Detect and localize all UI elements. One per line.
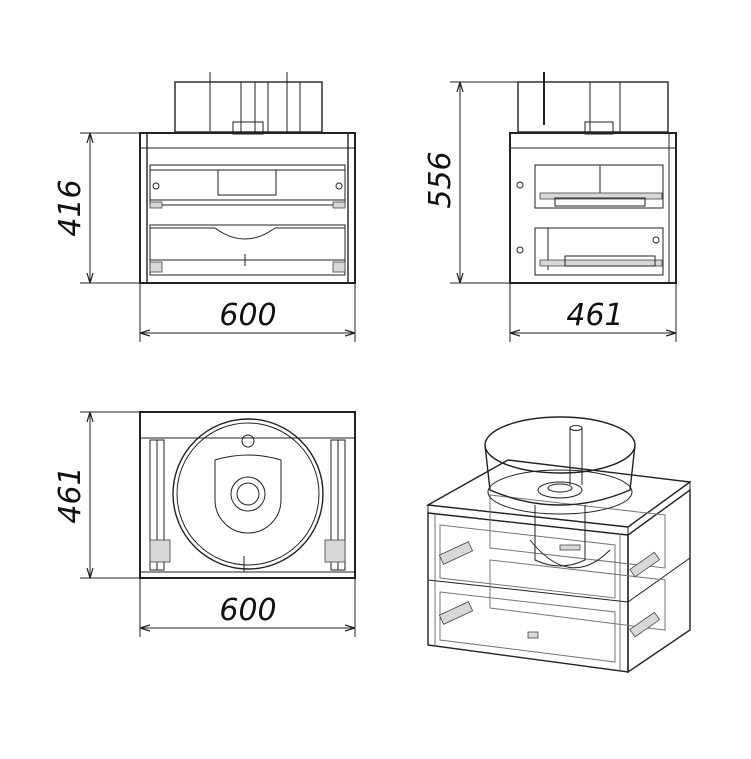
side-upper-drawer xyxy=(516,164,664,209)
iso-basin xyxy=(484,416,636,567)
isometric-view xyxy=(425,416,692,674)
top-view: 461 600 xyxy=(53,411,356,637)
front-basin xyxy=(174,72,323,135)
top-cabinet-outline xyxy=(139,411,356,579)
side-cabinet-outline xyxy=(509,132,677,284)
side-lower-drawer xyxy=(516,227,664,276)
iso-cabinet xyxy=(427,488,691,674)
front-view: 416 600 xyxy=(53,72,356,342)
side-height-label: 556 xyxy=(423,151,458,208)
side-view: 556 461 xyxy=(423,72,677,342)
top-width-label: 600 xyxy=(219,593,276,628)
front-height-dimension: 416 xyxy=(53,132,140,284)
front-cabinet-outline xyxy=(139,132,356,284)
top-runners xyxy=(149,439,346,571)
front-lower-drawer xyxy=(149,224,346,276)
side-height-dimension: 556 xyxy=(423,81,668,284)
top-width-dimension: 600 xyxy=(139,578,356,637)
side-depth-label: 461 xyxy=(566,298,623,333)
top-depth-dimension: 461 xyxy=(53,411,140,579)
side-basin xyxy=(517,72,669,135)
side-depth-dimension: 461 xyxy=(509,283,677,342)
front-height-label: 416 xyxy=(53,179,88,236)
top-basin xyxy=(172,418,324,572)
front-width-dimension: 600 xyxy=(139,283,356,342)
front-upper-drawer xyxy=(149,164,346,209)
front-width-label: 600 xyxy=(219,298,276,333)
top-depth-label: 461 xyxy=(53,466,88,523)
